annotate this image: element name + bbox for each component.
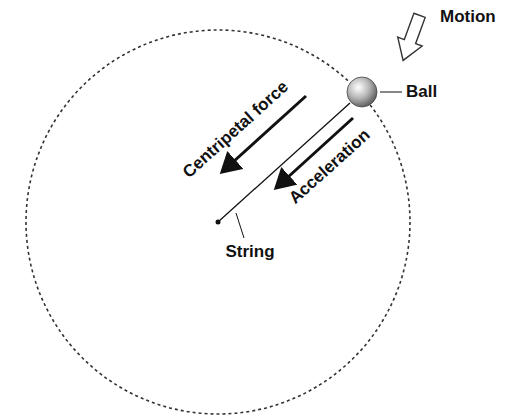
- ball: [347, 77, 377, 107]
- leader-line: [236, 213, 244, 238]
- motion-arrow: [391, 11, 432, 65]
- string-label: String: [225, 243, 274, 262]
- center-point: [216, 220, 221, 225]
- ball-label: Ball: [406, 83, 437, 102]
- orbit-path: [26, 30, 410, 414]
- motion-label: Motion: [440, 8, 496, 27]
- leader-line: [380, 92, 402, 93]
- force-label: Centripetal force: [180, 78, 293, 182]
